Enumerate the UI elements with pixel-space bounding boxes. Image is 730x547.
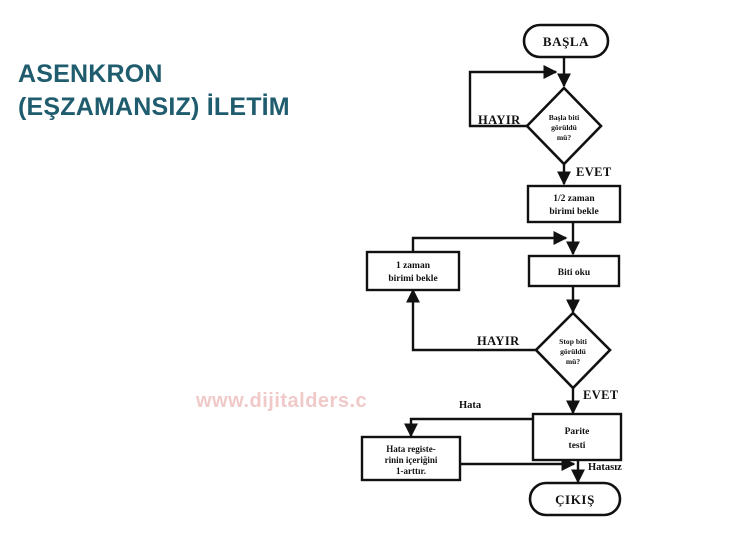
node-half-time-wait-line2: birimi bekle [549,207,598,217]
node-stop-bit-check-line3: mü? [566,357,581,366]
edge-label-no-start: HAYIR [478,113,521,127]
node-stop-bit-check-line1: Stop biti [559,337,587,346]
node-start-bit-check[interactable]: Başla biti görüldü mü? [525,86,603,166]
node-start-label: BAŞLA [543,34,589,49]
node-error-register-line3: 1-arttır. [396,466,426,476]
node-half-time-wait-line1: 1/2 zaman [553,194,595,204]
node-start-bit-check-line2: görüldü [551,123,578,132]
edge-label-error: Hata [459,400,482,411]
node-read-bit[interactable]: Biti oku [527,254,621,288]
node-one-time-wait[interactable]: 1 zaman birimi bekle [365,250,461,292]
edge-label-yes-stop: EVET [583,388,619,402]
connector-error-to-error-register [404,417,534,438]
node-stop-bit-check[interactable]: Stop biti görüldü mü? [534,311,612,390]
node-exit[interactable]: ÇIKIŞ [528,481,622,517]
node-parity-test[interactable]: Parite testi [531,412,623,462]
node-one-time-wait-line2: birimi bekle [388,274,437,284]
node-error-register-line2: rinin içeriğini [385,455,438,465]
edge-label-no-stop: HAYIR [477,334,520,348]
watermark-text: www.dijitalders.c [196,390,368,412]
page-title: ASENKRON (EŞZAMANSIZ) İLETİM [18,60,290,121]
connector-no-stop-loop [406,288,537,352]
node-stop-bit-check-line2: görüldü [560,347,587,356]
connector-no-start-loop [468,65,558,128]
edge-label-yes-start: EVET [576,165,612,179]
node-start[interactable]: BAŞLA [522,23,610,59]
node-read-bit-label: Biti oku [558,268,591,278]
node-one-time-wait-line1: 1 zaman [396,261,431,271]
node-error-register[interactable]: Hata registe- rinin içeriğini 1-arttır. [360,435,462,482]
node-half-time-wait[interactable]: 1/2 zaman birimi bekle [526,184,622,224]
node-exit-label: ÇIKIŞ [555,492,595,507]
node-parity-test-line1: Parite [565,427,590,437]
node-parity-test-line2: testi [569,441,586,451]
edge-label-no-error: Hatasız [588,462,622,473]
connector-one-wait-to-read-bit-trunk [411,231,568,252]
node-error-register-line1: Hata registe- [386,444,436,454]
node-start-bit-check-line1: Başla biti [549,113,580,122]
node-start-bit-check-line3: mü? [557,133,572,142]
